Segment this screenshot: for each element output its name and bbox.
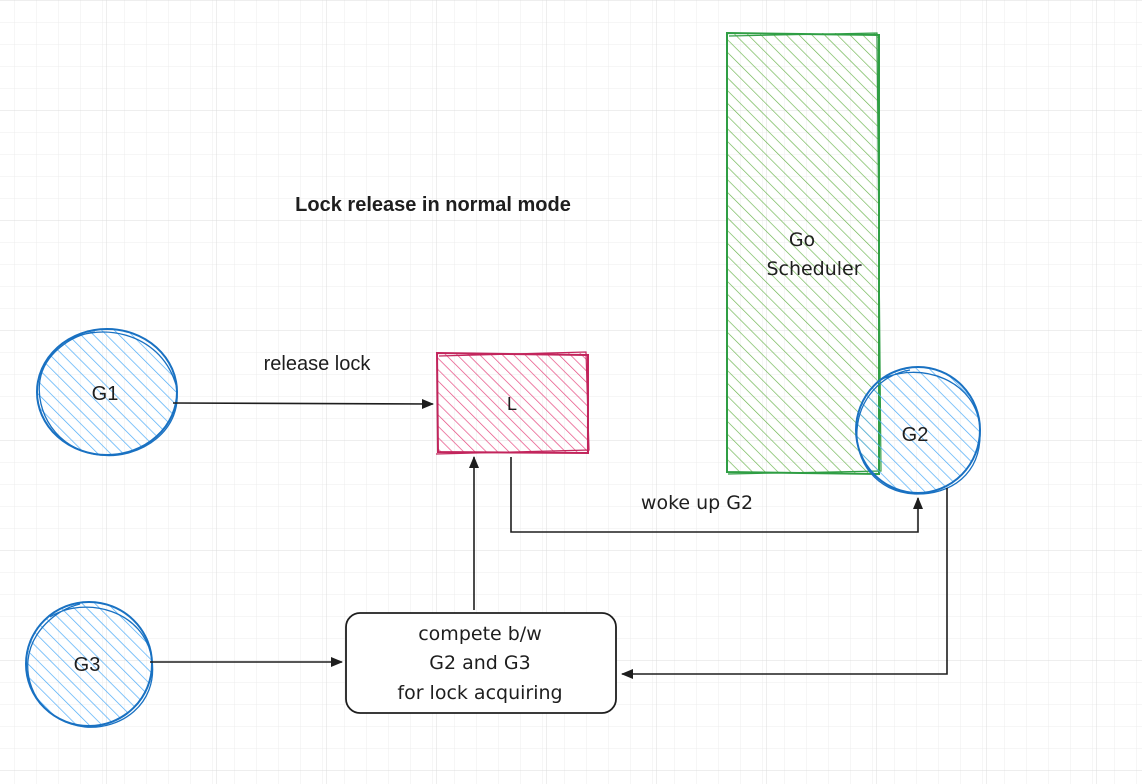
g3-label: G3 [74,654,101,676]
g2-label: G2 [902,424,929,446]
compete-label-line1: compete b/w [418,623,542,645]
compete-label-line3: for lock acquiring [397,682,562,704]
lock-box[interactable]: L [435,351,590,455]
wake-label: woke up G2 [641,492,753,514]
goroutine-g2[interactable]: G2 [855,366,981,495]
scheduler-label-line2: Scheduler [766,258,861,280]
goroutine-g3[interactable]: G3 [25,601,154,728]
diagram-title: Lock release in normal mode [295,194,571,216]
goroutine-g1[interactable]: G1 [36,328,178,457]
release-lock-label: release lock [264,353,372,375]
edge-g2-compete [621,488,948,679]
compete-box[interactable]: compete b/w G2 and G3 for lock acquiring [345,612,617,714]
g1-label: G1 [92,383,119,405]
edge-wake-g2: woke up G2 [510,457,923,533]
compete-label-line2: G2 and G3 [429,652,530,674]
scheduler-box[interactable]: Go Scheduler [726,31,882,476]
scheduler-label-line1: Go [789,229,815,251]
lock-label: L [507,394,517,414]
edge-release-lock: release lock [172,353,434,409]
